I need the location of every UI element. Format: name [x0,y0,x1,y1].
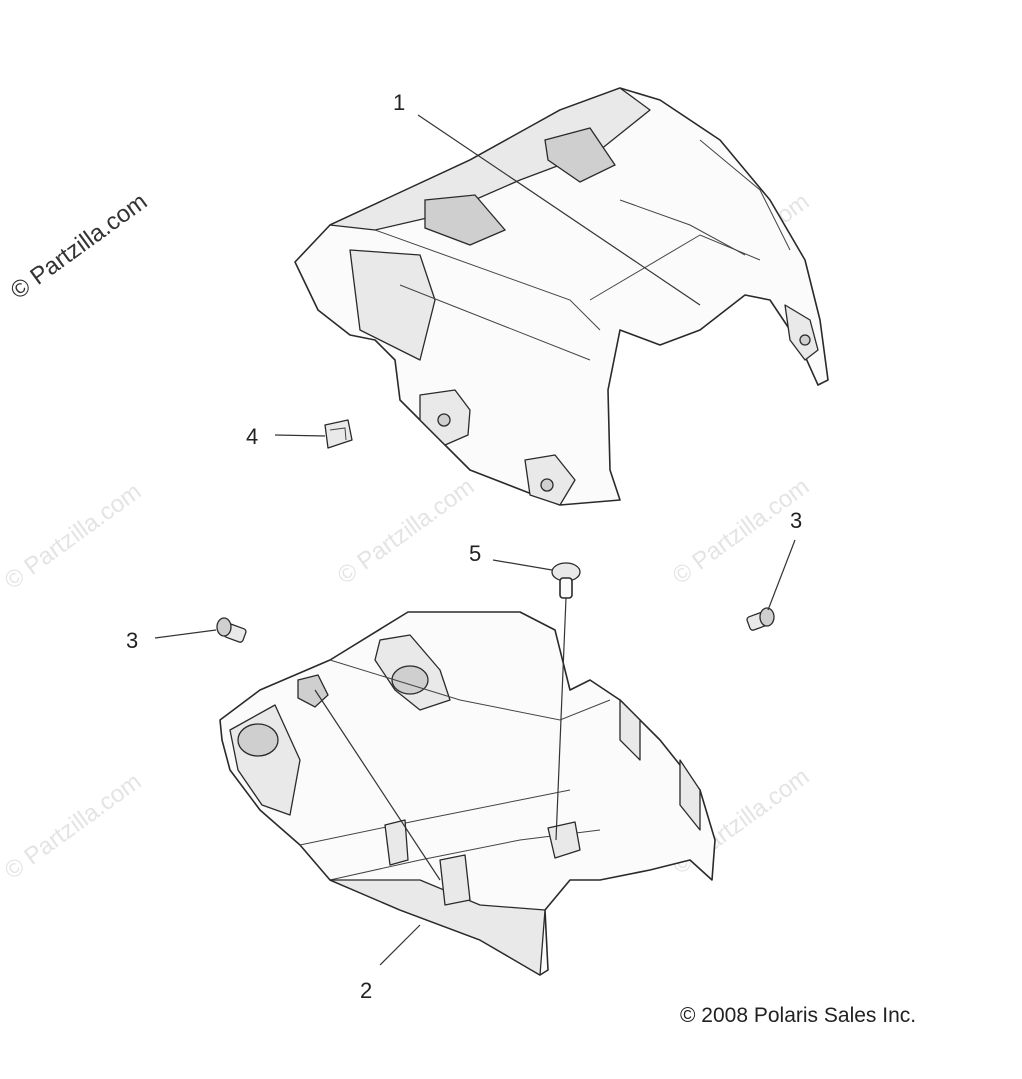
watermark-primary: © Partzilla.com [6,188,153,305]
bolt-part-right [746,607,775,631]
callout-labels: 1 2 3 3 4 5 [126,90,802,1003]
watermark: © Partzilla.com [0,768,146,885]
leader-lines [154,114,796,966]
lower-cover-part [219,611,716,976]
callout-5: 5 [469,541,481,566]
callout-1: 1 [393,90,405,115]
push-rivet-part [551,562,581,599]
leader-line [274,434,326,437]
callout-3-right: 3 [790,508,802,533]
copyright-notice: © 2008 Polaris Sales Inc. [680,1004,917,1027]
watermark: © Partzilla.com [333,473,480,590]
leader-line [154,629,217,639]
leader-line [379,924,421,966]
callout-2: 2 [360,978,372,1003]
leader-line [417,114,701,306]
leader-line [767,539,796,611]
clip-part [324,419,353,449]
upper-cover-part [294,87,829,506]
leader-line [492,559,553,571]
callout-3-left: 3 [126,628,138,653]
callout-4: 4 [246,424,258,449]
leader-line [314,689,441,881]
leader-line [555,597,567,841]
bolt-part-left [216,617,247,643]
watermark: © Partzilla.com [0,478,146,595]
